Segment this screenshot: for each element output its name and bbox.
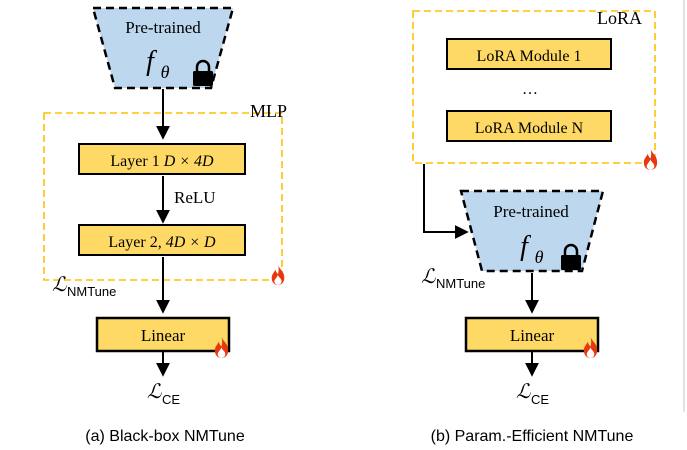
left-model-symbol-sub: θ	[161, 62, 170, 82]
svg-text:Layer 2, 4D × D: Layer 2, 4D × D	[108, 234, 216, 251]
right-loss-ce-sub: CE	[531, 392, 549, 407]
left-loss-nmtune-sub: NMTune	[67, 284, 116, 299]
left-layer1-box: Layer 1 D × 4D	[78, 143, 246, 175]
left-relu-label: ReLU	[174, 188, 216, 207]
left-layer2-box: Layer 2, 4D × D	[78, 224, 246, 256]
right-lora-module-n-label: LoRA Module N	[475, 120, 584, 137]
right-linear-box: Linear	[464, 316, 600, 353]
right-caption: (b) Param.-Efficient NMTune	[431, 428, 634, 445]
left-mlp-label: MLP	[250, 101, 287, 121]
right-pretrained-model: Pre-trained f θ	[459, 189, 605, 273]
right-model-symbol: f	[520, 231, 531, 262]
left-linear-label: Linear	[141, 326, 186, 345]
right-loss-ce-symbol: ℒ	[516, 381, 531, 403]
left-layer1-text: Layer 1	[110, 153, 163, 170]
right-ellipsis: …	[522, 81, 538, 98]
left-model-title: Pre-trained	[125, 18, 201, 37]
left-layer1-math: D × 4D	[163, 153, 214, 170]
right-model-title: Pre-trained	[493, 202, 569, 221]
right-lora-module-n: LoRA Module N	[446, 110, 612, 142]
left-loss-ce-sub: CE	[162, 392, 180, 407]
right-lora-module-1: LoRA Module 1	[446, 38, 612, 70]
left-model-symbol: f	[146, 46, 157, 77]
svg-text:Layer 1 D × 4D: Layer 1 D × 4D	[110, 153, 214, 170]
left-lock-icon	[193, 59, 213, 86]
right-arrow-lora-to-model	[423, 164, 469, 239]
right-panel: LoRA LoRA Module 1 … LoRA Module N Pre-t…	[412, 8, 658, 445]
right-lora-container	[412, 10, 656, 164]
left-panel: Pre-trained f θ MLP Layer 1 D × 4D ReLU	[43, 6, 287, 445]
left-loss-nmtune-symbol: ℒ	[52, 274, 67, 296]
right-model-symbol-sub: θ	[535, 247, 544, 267]
right-loss-nmtune-sub: NMTune	[436, 276, 485, 291]
right-lora-label: LoRA	[597, 8, 642, 28]
left-loss-ce-symbol: ℒ	[147, 381, 162, 403]
right-linear-label: Linear	[510, 326, 555, 345]
right-lora-fire-icon	[643, 149, 658, 170]
right-lora-module-1-label: LoRA Module 1	[477, 48, 582, 65]
right-lock-icon	[561, 243, 581, 270]
left-mlp-fire-icon	[271, 265, 285, 285]
left-caption: (a) Black-box NMTune	[85, 428, 245, 445]
right-loss-nmtune-symbol: ℒ	[421, 266, 436, 288]
left-layer2-math: 4D × D	[166, 234, 216, 251]
left-linear-box: Linear	[95, 316, 231, 353]
left-layer2-text: Layer 2,	[108, 234, 165, 251]
left-pretrained-model: Pre-trained f θ	[91, 6, 235, 90]
